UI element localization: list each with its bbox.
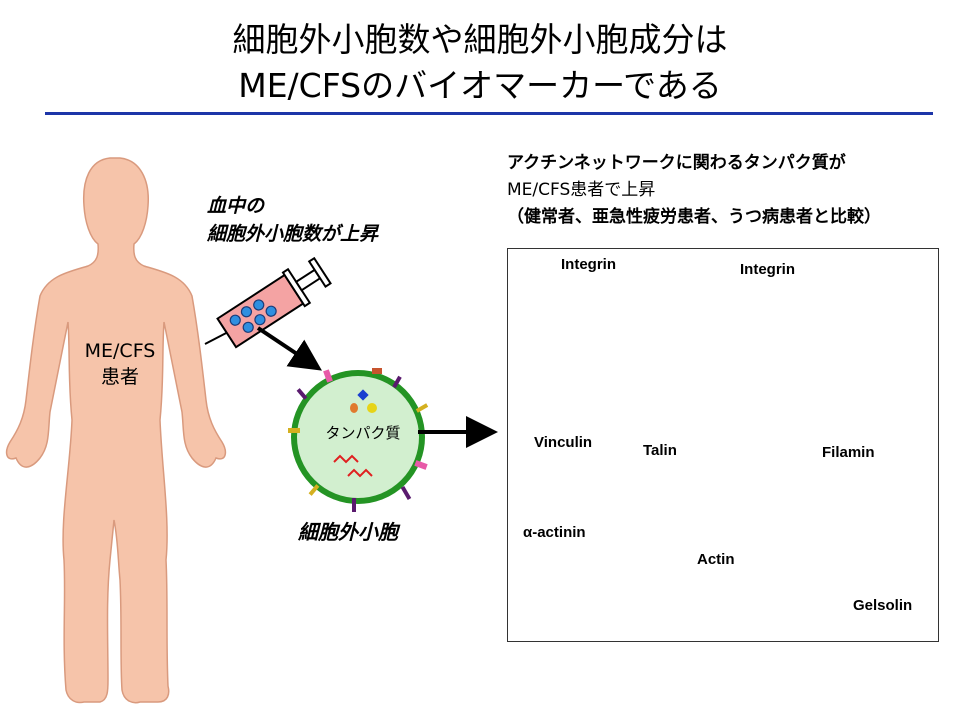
integrin-left-label: Integrin [561, 256, 616, 273]
blood-note: 血中の 細胞外小胞数が上昇 [207, 192, 378, 248]
page-title-line1: 細胞外小胞数や細胞外小胞成分は [232, 20, 728, 59]
patient-label: ME/CFS 患者 [74, 338, 166, 390]
title-divider [45, 112, 933, 115]
gelsolin-label: Gelsolin [853, 597, 913, 614]
patient-label-line1: ME/CFS [84, 340, 156, 362]
integrin-right-label: Integrin [740, 261, 795, 278]
panel-header-line1: アクチンネットワークに関わるタンパク質が [507, 153, 846, 173]
patient-label-line2: 患者 [100, 366, 139, 388]
vesicle-icon [288, 368, 429, 512]
panel-header: アクチンネットワークに関わるタンパク質が ME/CFS患者で上昇 （健常者、亜急… [507, 150, 881, 231]
panel-header-line3: （健常者、亜急性疲労患者、うつ病患者と比較） [507, 207, 881, 227]
panel-header-line2: ME/CFS患者で上昇 [507, 177, 881, 204]
panel-header-line2-text: ME/CFS患者で上昇 [507, 180, 656, 200]
page-title-line2: ME/CFSのバイオマーカーである [238, 66, 722, 105]
talin-label: Talin [643, 442, 677, 459]
actin-panel [507, 248, 939, 642]
vesicle-caption: 細胞外小胞 [298, 520, 398, 544]
filamin-label: Filamin [822, 444, 875, 461]
vinculin-label: Vinculin [534, 434, 593, 451]
patient-body [5, 157, 227, 704]
alpha-actinin-label: α-actinin [523, 524, 586, 541]
syringe-icon [204, 256, 332, 349]
blood-note-line1: 血中の [207, 195, 265, 217]
vesicle-inner-label: タンパク質 [325, 424, 401, 442]
arrow-to-vesicle [256, 326, 322, 371]
actin-label: Actin [697, 551, 735, 568]
blood-note-line2: 細胞外小胞数が上昇 [207, 223, 379, 245]
